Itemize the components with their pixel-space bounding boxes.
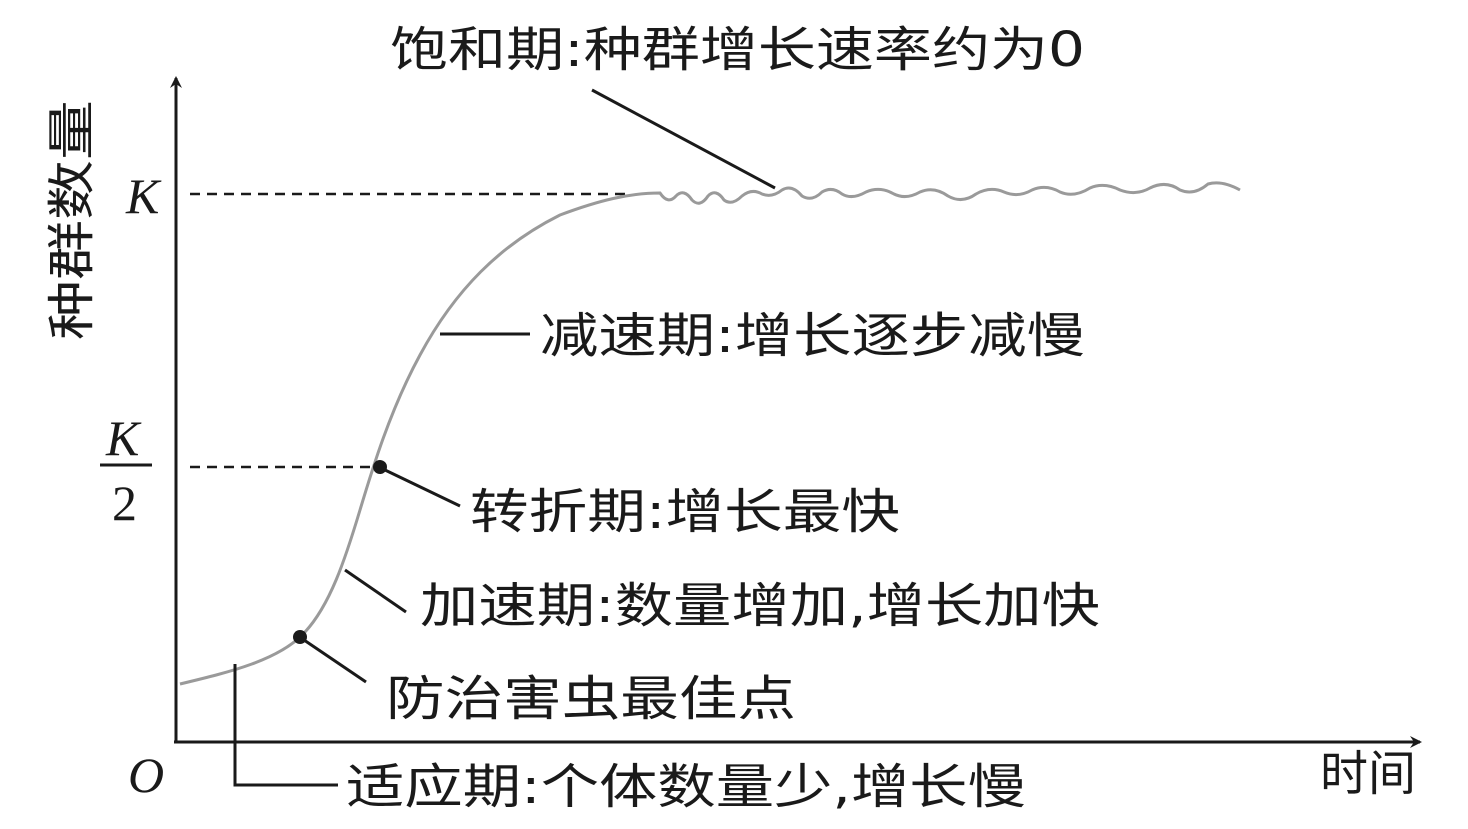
annotation-saturation: 饱和期:种群增长速率约为0 <box>390 22 1085 78</box>
annotation-pest-control: 防治害虫最佳点 <box>386 671 796 727</box>
annotation-deceleration: 减速期:增长逐步减慢 <box>540 308 1085 364</box>
leader-adaptation <box>233 664 338 787</box>
k-label: K <box>125 168 162 224</box>
half-k-numerator: K <box>105 410 142 466</box>
half-k-denominator: 2 <box>112 475 137 531</box>
population-curve <box>179 181 1241 686</box>
turning-point-dot <box>373 460 387 474</box>
leader-pest-control <box>303 638 367 684</box>
x-axis-label: 时间 <box>1320 746 1416 802</box>
annotation-acceleration: 加速期:数量增加,增长加快 <box>420 578 1100 634</box>
leader-saturation <box>591 88 776 190</box>
y-axis-label-text: 种群数量 <box>44 100 100 340</box>
y-axis-label: 种群数量 <box>44 100 100 340</box>
annotation-adaptation: 适应期:个体数量少,增长慢 <box>346 759 1026 815</box>
origin-label: O <box>128 747 164 803</box>
leader-turning <box>384 468 461 508</box>
pest-control-dot <box>293 630 307 644</box>
annotation-turning: 转折期:增长最快 <box>470 484 900 540</box>
leader-acceleration <box>344 568 407 614</box>
